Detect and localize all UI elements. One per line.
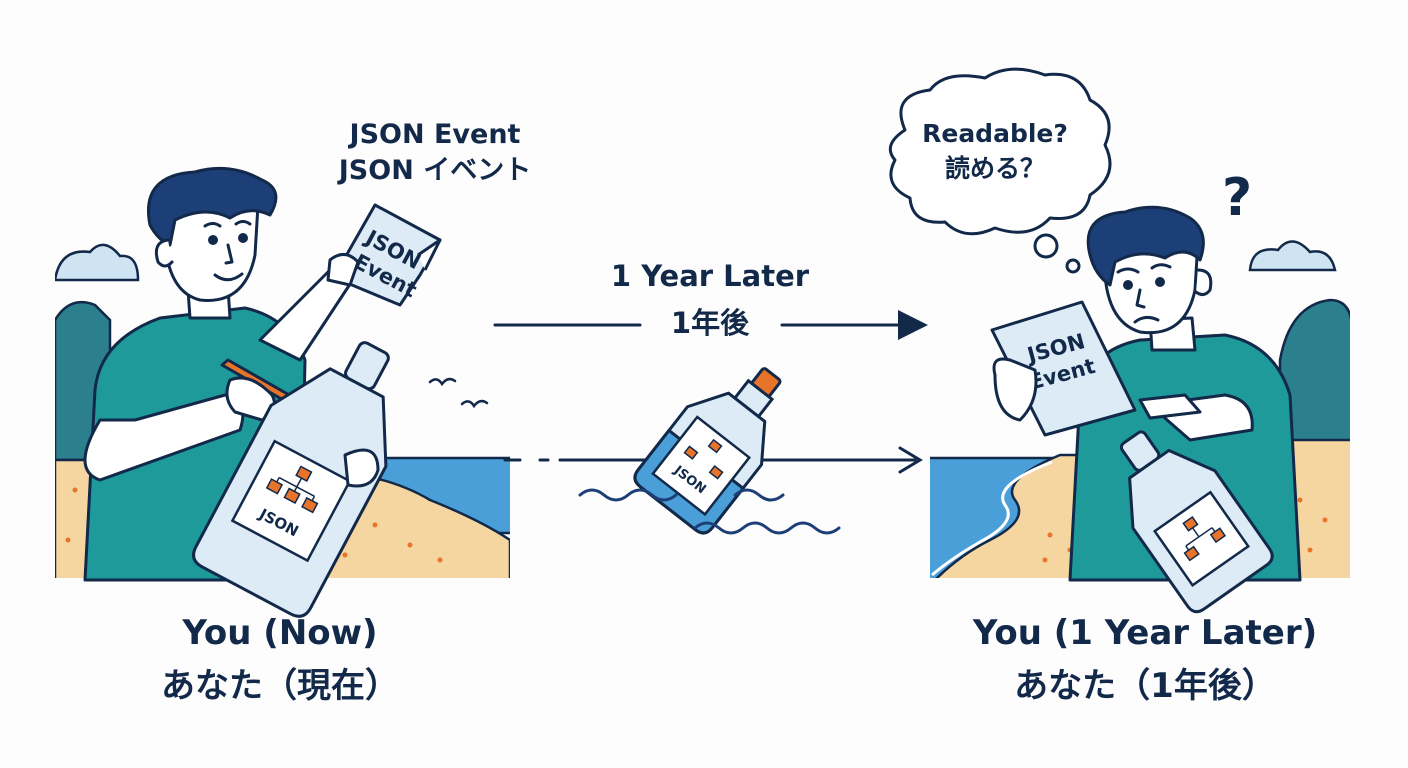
right-bush	[1278, 298, 1350, 462]
person-later-caption: You (1 Year Later) あなた（1年後）	[930, 612, 1360, 717]
thought-bubble-jp: 読める？	[944, 154, 1045, 184]
timeline-label-jp: 1年後	[670, 306, 750, 340]
right-sand-dots	[1042, 497, 1328, 563]
person-now-caption-en: You (Now)	[182, 613, 378, 653]
face-later	[1102, 238, 1200, 335]
json-event-paper-now: JSON Event	[326, 203, 442, 307]
json-event-label-en: JSON Event	[349, 119, 521, 150]
bottle-later	[1119, 430, 1274, 614]
hair-later	[1086, 205, 1205, 287]
right-cloud	[1248, 240, 1337, 272]
birds	[428, 377, 489, 409]
person-later-caption-jp: あなた（1年後）	[1014, 665, 1276, 706]
thought-bubble	[888, 67, 1112, 274]
thought-bubble-en: Readable?	[922, 119, 1068, 148]
person-now-caption-jp: あなた（現在）	[161, 665, 399, 706]
floating-bottle: JSON	[633, 367, 782, 535]
person-now-caption: You (Now) あなた（現在）	[70, 612, 490, 717]
waves	[578, 488, 841, 535]
timeline-label-en: 1 Year Later	[610, 259, 810, 293]
person-later-caption-en: You (1 Year Later)	[972, 613, 1318, 653]
question-mark: ?	[1222, 168, 1252, 228]
thought-bubble-text: Readable? 読める？	[900, 118, 1090, 189]
timeline-arrow-head	[898, 310, 928, 340]
left-cloud	[55, 243, 140, 282]
hair	[147, 166, 278, 247]
json-event-label-jp: JSON イベント	[338, 154, 532, 186]
json-event-paper-later: JSON Event	[990, 300, 1137, 437]
bottle-now: JSON	[192, 341, 390, 618]
json-event-label: JSON Event JSON イベント	[300, 118, 570, 190]
